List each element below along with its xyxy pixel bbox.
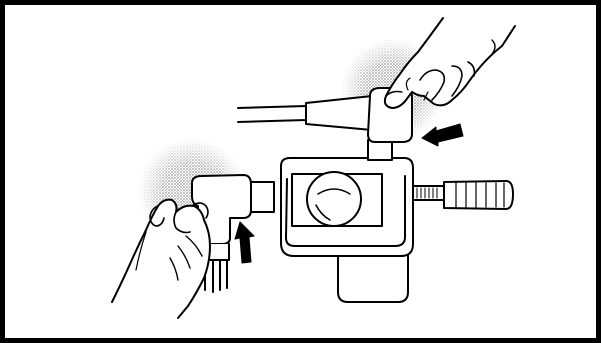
round-window (307, 172, 361, 226)
handle-grip (338, 250, 408, 302)
